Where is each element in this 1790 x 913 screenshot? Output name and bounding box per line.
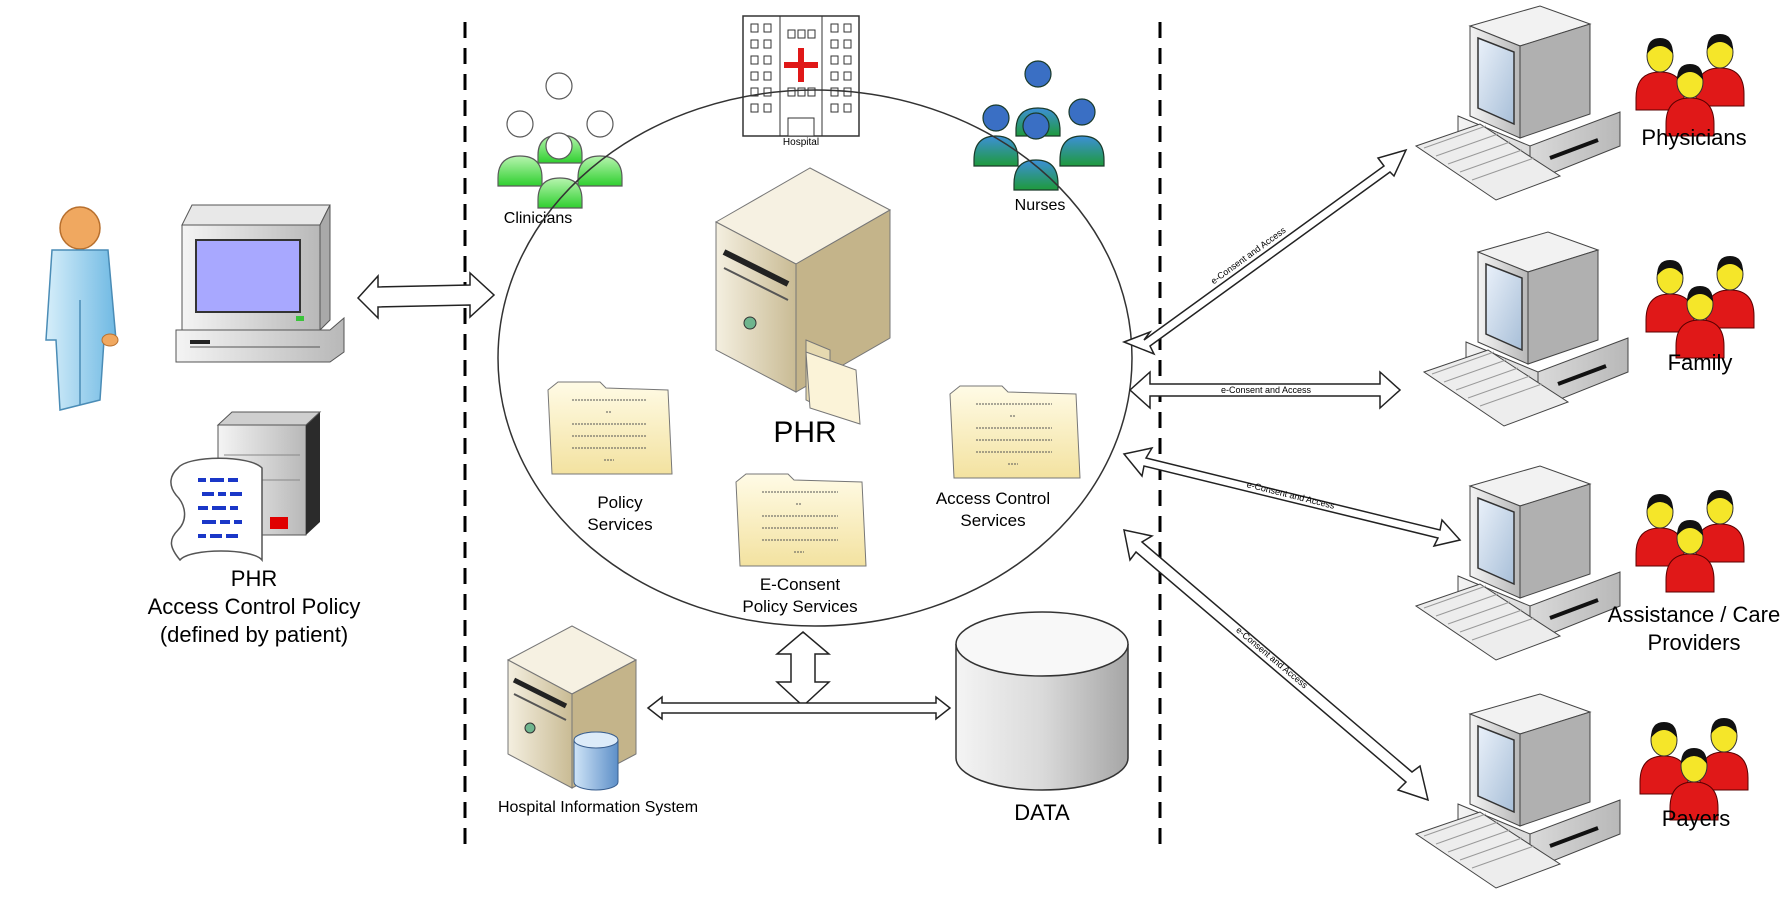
nurses-label: Nurses	[1015, 197, 1066, 214]
nurses-group-icon	[973, 60, 1105, 191]
physicians-group: Physicians	[1414, 5, 1747, 201]
family-people-icon	[1645, 256, 1755, 359]
policy-services-folder-icon	[547, 381, 673, 475]
phr-label: PHR	[773, 416, 836, 449]
phr-boundary-ellipse	[497, 89, 1133, 627]
family-label-line1: Family	[1668, 350, 1733, 375]
his-server-icon	[506, 625, 638, 791]
his-data-arrow	[646, 695, 952, 721]
patient-computer-icon	[175, 204, 345, 363]
payers-group: Payers	[1414, 693, 1749, 889]
assistance-arrow-label: e-Consent and Access	[1246, 479, 1336, 511]
access-control-line2: Services	[960, 511, 1025, 530]
data-cylinder-icon	[955, 611, 1129, 791]
policy-label-line1: PHR	[231, 566, 277, 591]
data-label: DATA	[1014, 800, 1070, 825]
family-arrow-label: e-Consent and Access	[1221, 385, 1312, 395]
assistance-providers-computer-icon	[1414, 465, 1621, 661]
access-control-folder-icon	[949, 385, 1081, 479]
clinicians-group-icon	[497, 72, 623, 209]
phr-server-icon	[714, 167, 892, 425]
policy-label-line2: Access Control Policy	[148, 594, 361, 619]
payers-label-line1: Payers	[1662, 806, 1730, 831]
physicians-access-arrow: e-Consent and Access	[1121, 148, 1408, 356]
policy-services-line2: Services	[587, 515, 652, 534]
family-group: Family	[1422, 231, 1755, 427]
payers-computer-icon	[1414, 693, 1621, 889]
assistance-providers-people-icon	[1635, 490, 1745, 593]
policy-label-line3: (defined by patient)	[160, 622, 348, 647]
family-access-arrow: e-Consent and Access	[1128, 370, 1402, 410]
hospital-label: Hospital	[783, 137, 819, 148]
access-control-policy-icon	[170, 411, 322, 563]
assistance-access-arrow: e-Consent and Access	[1122, 446, 1462, 548]
access-control-line1: Access Control	[936, 489, 1050, 508]
payers-people-icon	[1639, 718, 1749, 821]
family-computer-icon	[1422, 231, 1629, 427]
phr-data-vertical-arrow	[774, 631, 832, 708]
patient-phr-arrow	[356, 271, 496, 320]
policy-services-line1: Policy	[597, 493, 643, 512]
payers-arrow-label: e-Consent and Access	[1234, 625, 1310, 691]
physicians-computer-icon	[1414, 5, 1621, 201]
patient-icon	[45, 206, 119, 411]
hospital-building-icon	[742, 15, 860, 137]
econsent-line2: Policy Services	[742, 597, 857, 616]
econsent-folder-icon	[735, 473, 867, 567]
econsent-line1: E-Consent	[760, 575, 841, 594]
assistance-providers-label-line1: Assistance / Care	[1608, 602, 1780, 627]
assistance-providers-label-line2: Providers	[1648, 630, 1741, 655]
his-label: Hospital Information System	[498, 799, 698, 816]
clinicians-label: Clinicians	[504, 210, 572, 227]
physicians-label-line1: Physicians	[1641, 125, 1746, 150]
physicians-people-icon	[1635, 34, 1745, 137]
payers-access-arrow: e-Consent and Access	[1123, 529, 1430, 802]
